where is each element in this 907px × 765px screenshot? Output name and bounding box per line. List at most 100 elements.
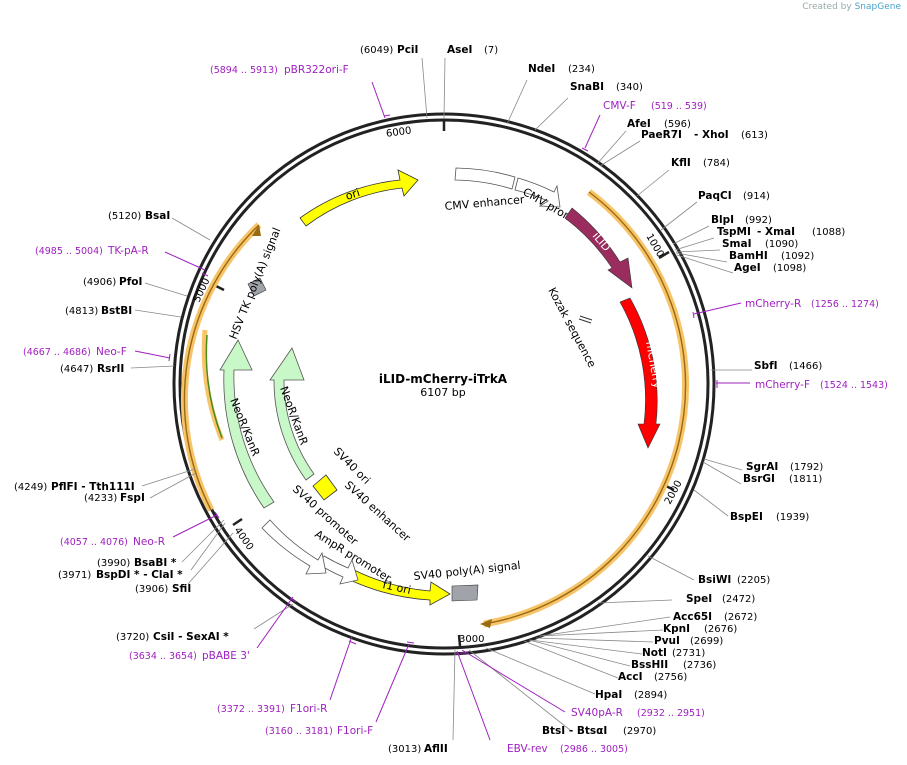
enzyme-pos: (5120) <box>108 211 141 222</box>
enzyme-name: SgrAI <box>746 461 778 473</box>
hsv-tk-label: HSV TK poly(A) signal <box>227 226 284 341</box>
enzyme-name: SpeI <box>686 593 712 605</box>
f1ori-feature <box>349 569 451 606</box>
enzyme-pos: (234) <box>568 64 595 75</box>
primer-pos: (2986 .. 3005) <box>560 744 628 755</box>
snapgene-logo: SnapGene <box>854 2 901 12</box>
enzyme-pos: (1088) <box>812 227 845 238</box>
enzyme-name: KpnI <box>663 623 690 635</box>
primer-name: pBABE 3' <box>202 650 250 662</box>
enzyme-pos: (613) <box>741 130 768 141</box>
primer-pos: (1524 .. 1543) <box>820 380 888 391</box>
orf-arc-left-arrow <box>252 225 261 236</box>
enzyme-name: AseI <box>447 44 472 56</box>
primer-name: EBV-rev <box>507 743 548 755</box>
primer-name: Neo-R <box>133 536 165 548</box>
orf-arc-left-line <box>183 224 260 511</box>
neor-outer-feature <box>219 339 275 509</box>
orf-arc-right-arrow <box>480 619 492 628</box>
enzyme-name: AccI <box>618 671 642 683</box>
enzyme-name: KflI <box>671 157 691 169</box>
enzyme-pos: (3013) <box>388 744 421 755</box>
enzyme-pos: (784) <box>703 158 730 169</box>
enzyme-pos: (2205) <box>737 575 770 586</box>
enzyme-labels: (6049) PciI AseI (7) NdeI (234) SnaBI (3… <box>14 44 845 755</box>
enzyme-pos: (2894) <box>634 690 667 701</box>
enzyme-name: PaeR7I <box>641 129 682 141</box>
enzyme-pos: (1466) <box>789 361 822 372</box>
enzyme-pos: (2672) <box>724 612 757 623</box>
ilid-feature <box>564 207 633 289</box>
enzyme-pos: (7) <box>484 45 498 56</box>
enzyme-name: SmaI <box>722 238 752 250</box>
primer-pos: (4667 .. 4686) <box>23 347 91 358</box>
enzyme-pos: (3990) <box>97 558 130 569</box>
primer-name: pBR322ori-F <box>284 64 349 76</box>
enzyme-name: HpaI <box>595 689 622 701</box>
primer-pos: (519 .. 539) <box>651 101 707 112</box>
enzyme-name: FspI <box>120 492 145 504</box>
enzyme-name: AflII <box>424 743 448 755</box>
enzyme-name: PciI <box>397 44 418 56</box>
enzyme-pos: (3906) <box>135 584 168 595</box>
enzyme-name: PfoI <box>119 276 142 288</box>
enzyme-name: TspMI <box>717 226 751 238</box>
neor-green-line <box>205 334 223 439</box>
mcherry-feature <box>619 297 661 449</box>
enzyme-name: PflFI - Tth111I <box>51 481 135 493</box>
enzyme-pos: (2676) <box>704 624 737 635</box>
map-title: iLID-mCherry-iTrkA <box>379 372 508 386</box>
enzyme-name: BtsI - BtsαI <box>542 725 607 737</box>
enzyme-name: Acc65I <box>673 611 712 623</box>
enzyme-pos: (3971) <box>58 570 91 581</box>
enzyme-name: AfeI <box>627 118 651 130</box>
enzyme-pos: (2736) <box>683 660 716 671</box>
tick-1000 <box>658 250 670 260</box>
enzyme-pos: (3720) <box>116 632 149 643</box>
kozak-mark <box>578 315 593 324</box>
primer-labels: (5894 .. 5913) pBR322ori-F CMV-F (519 ..… <box>23 64 888 755</box>
ori-label: ori <box>344 186 362 203</box>
enzyme-pos: (4233) <box>84 493 117 504</box>
enzyme-name: BspEI <box>730 511 763 523</box>
enzyme-name: RsrII <box>97 363 124 375</box>
orf-arc-right-line <box>483 191 687 625</box>
enzyme-name: BlpI <box>711 214 734 226</box>
enzyme-name: BstBI <box>101 305 132 317</box>
sv40pa-box <box>451 584 479 602</box>
enzyme-pos: (2731) <box>672 648 705 659</box>
primer-name: TK-pA-R <box>107 245 149 257</box>
snapgene-credit: Created by SnapGene <box>802 2 901 12</box>
enzyme-name: BsrGI <box>743 473 775 485</box>
primer-pos: (3160 .. 3181) <box>265 726 333 737</box>
enzyme-pos: (914) <box>743 191 770 202</box>
primer-name: SV40pA-R <box>571 707 623 719</box>
enzyme-name: - XmaI <box>757 226 795 238</box>
enzyme-name: PvuI <box>654 635 680 647</box>
enzyme-pos: (1792) <box>790 462 823 473</box>
enzyme-name: AgeI <box>734 262 761 274</box>
enzyme-name: BsiWI <box>698 574 731 586</box>
sv40pa-label: SV40 poly(A) signal <box>413 559 521 583</box>
enzyme-name: SfiI <box>172 583 191 595</box>
enzyme-pos: (1811) <box>789 474 822 485</box>
primer-pos: (4985 .. 5004) <box>35 246 103 257</box>
tick-3000 <box>457 634 462 647</box>
enzyme-name: SnaBI <box>570 81 604 93</box>
enzyme-pos: (4647) <box>60 364 93 375</box>
enzyme-pos: (1098) <box>773 263 806 274</box>
enzyme-name: BspDI * - ClaI * <box>96 569 183 581</box>
primer-name: F1ori-F <box>337 725 373 737</box>
tick-label-4000: 4000 <box>232 525 256 552</box>
enzyme-pos: (1090) <box>765 239 798 250</box>
primer-name: mCherry-R <box>745 298 801 310</box>
f1ori-label: f1 ori <box>381 578 412 597</box>
enzyme-name: BssHII <box>631 659 668 671</box>
enzyme-pos: (2699) <box>690 636 723 647</box>
enzyme-pos: (2970) <box>623 726 656 737</box>
hsv-tk-box <box>247 277 267 297</box>
enzyme-pos: (992) <box>745 215 772 226</box>
neor-inner-feature <box>269 347 315 481</box>
enzyme-pos: (596) <box>664 119 691 130</box>
